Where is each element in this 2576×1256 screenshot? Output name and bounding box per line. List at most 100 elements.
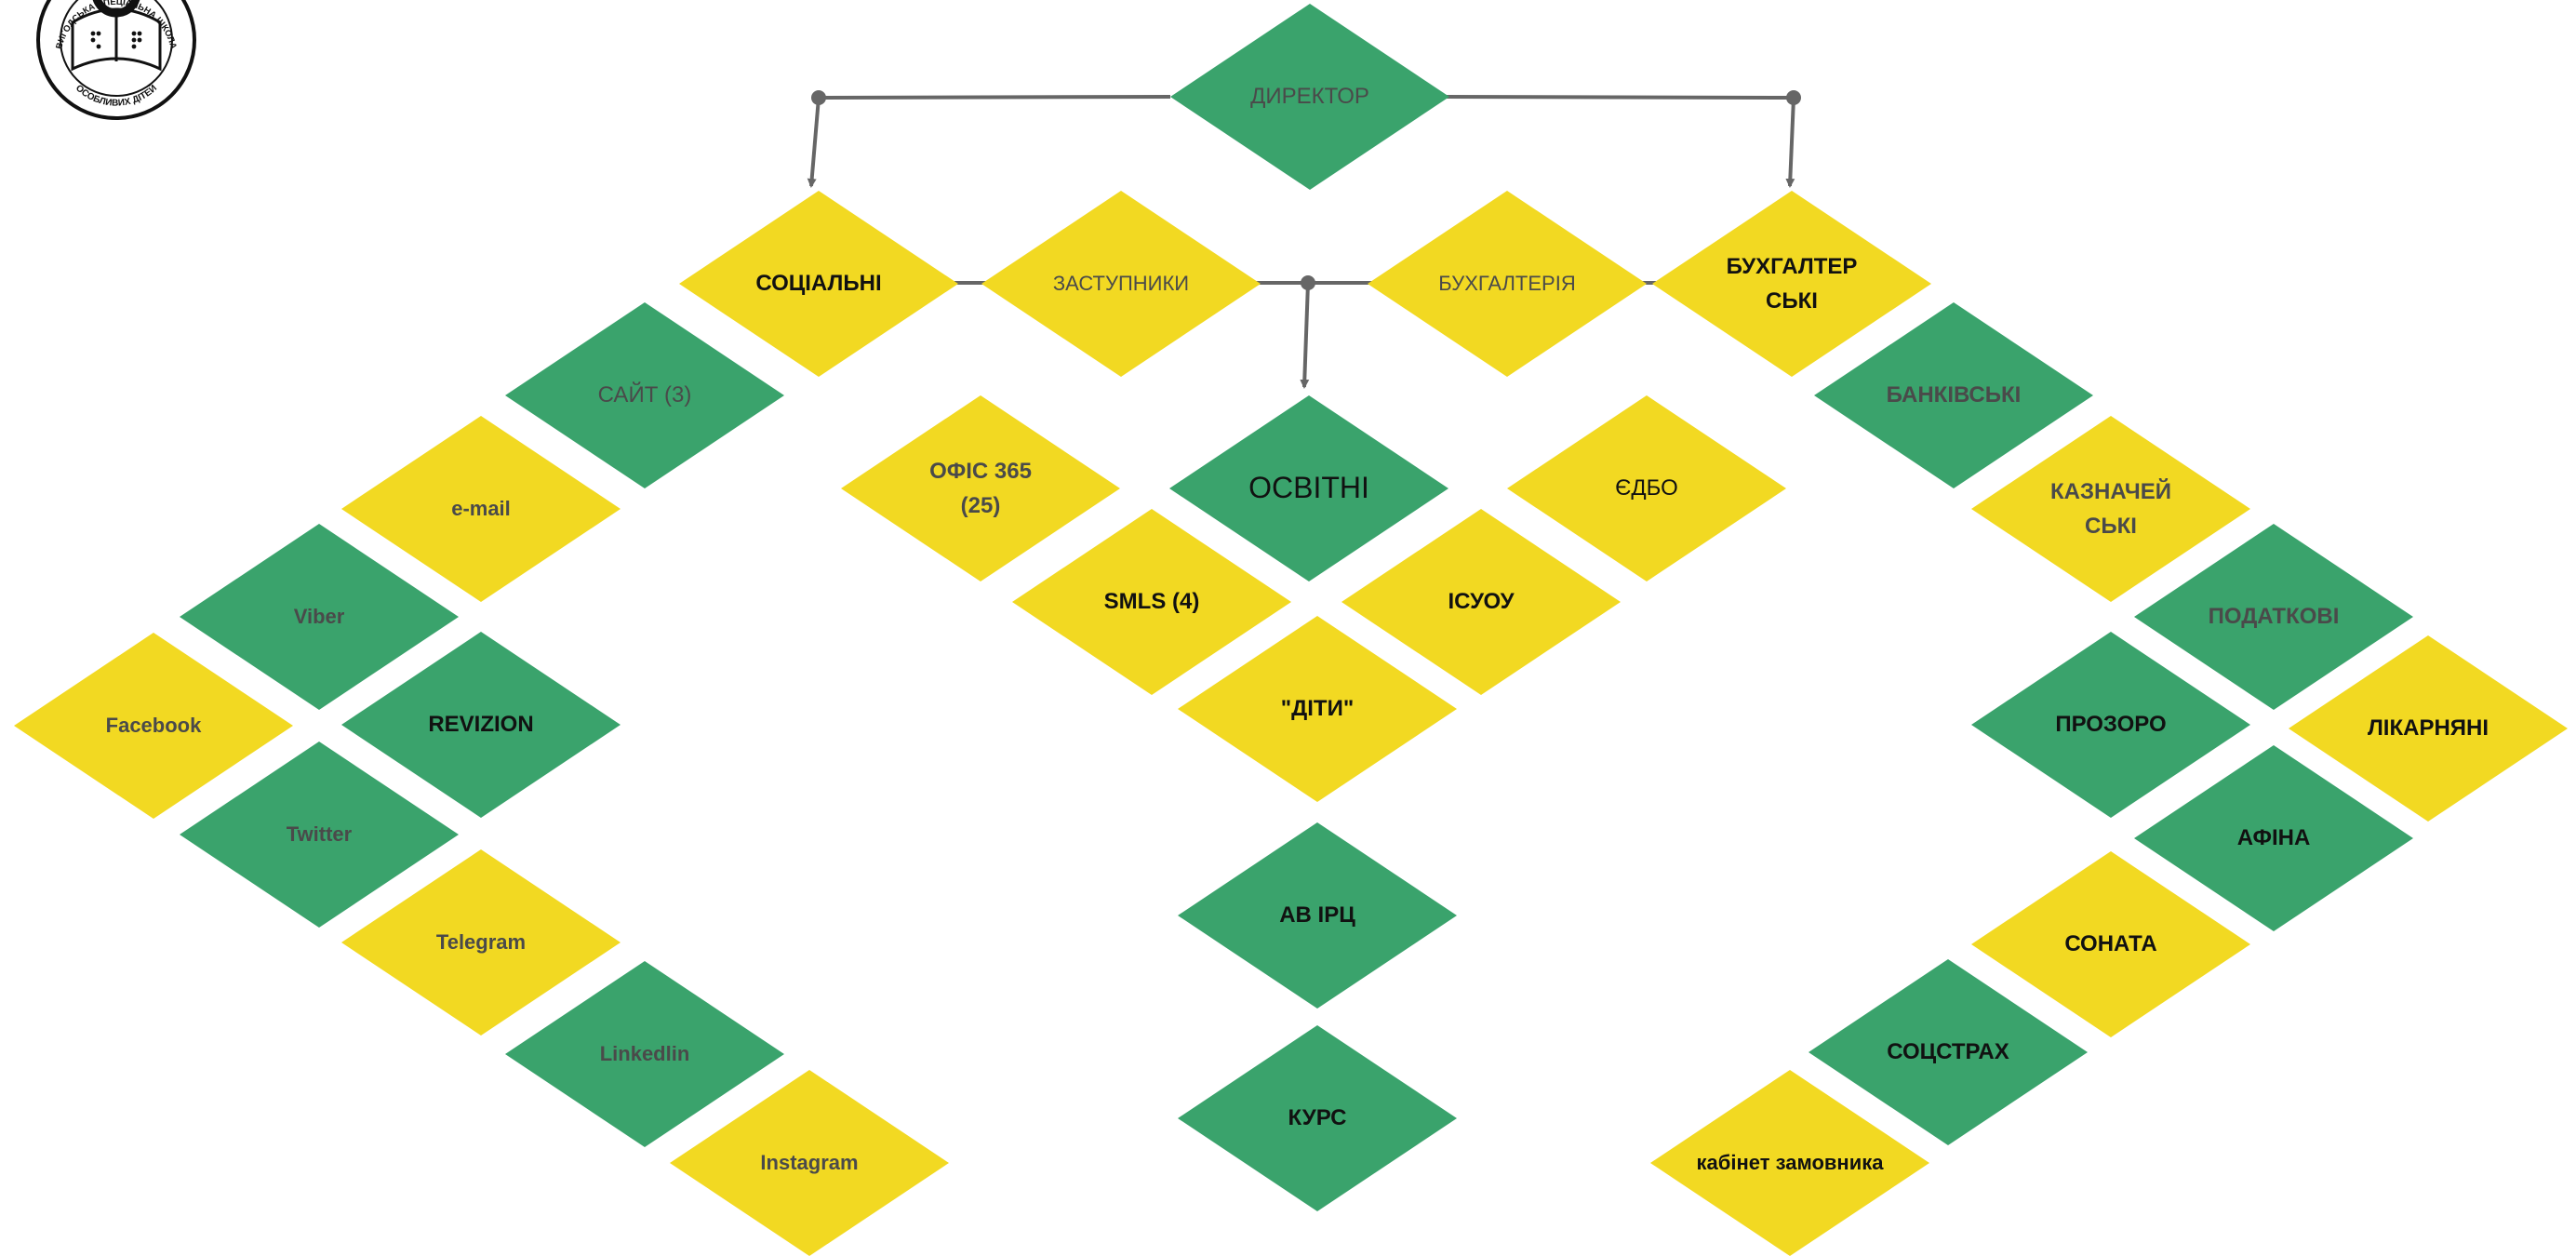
node-likarniani-label: ЛІКАРНЯНІ bbox=[2367, 715, 2489, 742]
node-dity-label: "ДІТИ" bbox=[1280, 696, 1355, 722]
diamond-shape bbox=[505, 302, 784, 488]
node-ofis365: ОФІС 365 (25) bbox=[841, 395, 1120, 581]
node-osvitni: ОСВІТНІ bbox=[1169, 395, 1448, 581]
node-facebook-label: Facebook bbox=[105, 713, 202, 737]
diamond-shape bbox=[981, 191, 1261, 377]
node-telegram: Telegram bbox=[341, 849, 621, 1036]
node-telegram-label: Telegram bbox=[435, 929, 527, 954]
node-linkedin: Linkedlin bbox=[505, 961, 784, 1147]
diamond-shape bbox=[679, 191, 958, 377]
node-revizion: REVIZION bbox=[341, 632, 621, 818]
diamond-shape bbox=[1652, 191, 1931, 377]
node-socialni: СОЦІАЛЬНІ bbox=[679, 191, 958, 377]
node-viber-label: Viber bbox=[293, 604, 345, 628]
node-afina: АФІНА bbox=[2134, 745, 2413, 931]
connector-director-right bbox=[1446, 95, 1795, 100]
diamond-shape bbox=[505, 961, 784, 1147]
node-ofis365-label: ОФІС 365 (25) bbox=[929, 458, 1032, 518]
node-likarniani: ЛІКАРНЯНІ bbox=[2289, 635, 2568, 822]
node-podatkovi: ПОДАТКОВІ bbox=[2134, 524, 2413, 710]
node-sait: САЙТ (3) bbox=[505, 302, 784, 488]
node-podatkovi-label: ПОДАТКОВІ bbox=[2208, 604, 2340, 630]
diamond-shape bbox=[1178, 822, 1457, 1009]
node-sonata-label: СОНАТА bbox=[2064, 931, 2157, 957]
arrow-to-bukhhalterski bbox=[1785, 97, 1795, 188]
node-afina-label: АФІНА bbox=[2236, 825, 2311, 851]
node-dity: "ДІТИ" bbox=[1178, 616, 1457, 802]
node-av-irts: АВ ІРЦ bbox=[1178, 822, 1457, 1009]
diamond-shape bbox=[1170, 4, 1449, 190]
diamond-shape bbox=[1178, 616, 1457, 802]
node-kurs-label: КУРС bbox=[1288, 1105, 1347, 1131]
node-twitter-label: Twitter bbox=[286, 822, 353, 846]
diamond-shape bbox=[341, 632, 621, 818]
diamond-shape bbox=[1814, 302, 2093, 488]
node-director: ДИРЕКТОР bbox=[1170, 4, 1449, 190]
diamond-shape bbox=[1178, 1025, 1457, 1211]
node-av-irts-label: АВ ІРЦ bbox=[1279, 902, 1355, 929]
diamond-shape bbox=[341, 416, 621, 602]
diamond-shape bbox=[1809, 959, 2088, 1145]
node-zastupnyky: ЗАСТУПНИКИ bbox=[981, 191, 1261, 377]
diamond-shape bbox=[1012, 509, 1291, 695]
diamond-shape bbox=[1368, 191, 1647, 377]
node-sait-label: САЙТ (3) bbox=[597, 382, 692, 408]
diamond-shape bbox=[14, 633, 293, 819]
junction-dot-left bbox=[811, 90, 826, 105]
node-kaznacheiski: КАЗНАЧЕЙ СЬКІ bbox=[1971, 416, 2250, 602]
node-sotsstrakh: СОЦСТРАХ bbox=[1809, 959, 2088, 1145]
node-osvitni-label: ОСВІТНІ bbox=[1248, 471, 1369, 505]
node-bukhhalterski-label: БУХГАЛТЕР СЬКІ bbox=[1726, 253, 1858, 314]
diamond-shape bbox=[180, 742, 459, 928]
junction-dot-right bbox=[1786, 90, 1801, 105]
diamond-shape bbox=[2134, 524, 2413, 710]
node-bankivski: БАНКІВСЬКІ bbox=[1814, 302, 2093, 488]
node-email: e-mail bbox=[341, 416, 621, 602]
diamond-shape bbox=[841, 395, 1120, 581]
arrow-to-socialni bbox=[807, 97, 821, 188]
node-iedbo: ЄДБО bbox=[1507, 395, 1786, 581]
connector-director-left bbox=[818, 95, 1171, 100]
arrow-to-osvitni bbox=[1300, 282, 1310, 389]
node-smls-label: SMLS (4) bbox=[1103, 589, 1200, 615]
diamond-shape bbox=[2289, 635, 2568, 822]
node-director-label: ДИРЕКТОР bbox=[1250, 84, 1369, 110]
diamond-shape bbox=[1507, 395, 1786, 581]
node-bukhhalterski: БУХГАЛТЕР СЬКІ bbox=[1652, 191, 1931, 377]
diamond-shape bbox=[2134, 745, 2413, 931]
node-smls: SMLS (4) bbox=[1012, 509, 1291, 695]
junction-dot-center bbox=[1301, 275, 1315, 290]
diamond-shape bbox=[180, 524, 459, 710]
node-kabinet: кабінет замовника bbox=[1650, 1070, 1929, 1256]
diamond-shape bbox=[1971, 632, 2250, 818]
node-email-label: e-mail bbox=[451, 496, 511, 520]
node-bukhhalteriia: БУХГАЛТЕРІЯ bbox=[1368, 191, 1647, 377]
node-socialni-label: СОЦІАЛЬНІ bbox=[755, 271, 882, 297]
node-sotsstrakh-label: СОЦСТРАХ bbox=[1887, 1039, 2009, 1065]
diamond-shape bbox=[1971, 851, 2250, 1037]
node-isuou: ІСУОУ bbox=[1341, 509, 1621, 695]
node-sonata: СОНАТА bbox=[1971, 851, 2250, 1037]
node-viber: Viber bbox=[180, 524, 459, 710]
node-kurs: КУРС bbox=[1178, 1025, 1457, 1211]
node-bankivski-label: БАНКІВСЬКІ bbox=[1886, 382, 2022, 408]
node-facebook: Facebook bbox=[14, 633, 293, 819]
node-revizion-label: REVIZION bbox=[428, 712, 534, 738]
node-kabinet-label: кабінет замовника bbox=[1696, 1150, 1884, 1174]
diamond-shape bbox=[1650, 1070, 1929, 1256]
node-bukhhalteriia-label: БУХГАЛТЕРІЯ bbox=[1438, 271, 1576, 295]
diamond-shape bbox=[1169, 395, 1448, 581]
node-instagram-label: Instagram bbox=[760, 1150, 859, 1174]
diamond-shape bbox=[1341, 509, 1621, 695]
diamond-shape bbox=[1971, 416, 2250, 602]
node-instagram: Instagram bbox=[670, 1070, 949, 1256]
node-zastupnyky-label: ЗАСТУПНИКИ bbox=[1052, 271, 1190, 295]
node-kaznacheiski-label: КАЗНАЧЕЙ СЬКІ bbox=[2050, 478, 2171, 539]
node-twitter: Twitter bbox=[180, 742, 459, 928]
school-logo: ВИГОДСЬКА СПЕЦІАЛЬНА ШКОЛА ОСОБЛИВИХ ДІТ… bbox=[36, 0, 196, 120]
node-iedbo-label: ЄДБО bbox=[1615, 475, 1678, 501]
node-prozoro-label: ПРОЗОРО bbox=[2055, 712, 2167, 738]
diamond-shape bbox=[341, 849, 621, 1036]
node-prozoro: ПРОЗОРО bbox=[1971, 632, 2250, 818]
